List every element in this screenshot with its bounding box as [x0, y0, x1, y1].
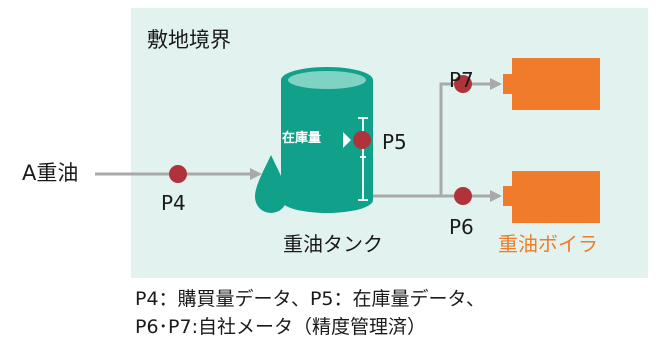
input-arrow-head	[250, 168, 262, 180]
note-line-2: P6･P7:自社メータ（精度管理済）	[135, 316, 426, 338]
oil-drop-icon	[255, 155, 287, 213]
boiler-top-icon	[503, 58, 600, 110]
tank-label: 重油タンク	[283, 232, 383, 256]
outlet-arrow-head-bottom	[490, 190, 502, 202]
site-boundary-label: 敷地境界	[147, 28, 231, 52]
input-fuel-label: A重油	[22, 161, 79, 185]
point-label-p6: P6	[449, 215, 474, 239]
point-label-p5: P5	[382, 130, 407, 154]
point-label-p4: P4	[161, 191, 186, 215]
measurement-point-p5	[353, 131, 371, 149]
point-label-p7: P7	[449, 68, 474, 92]
measurement-point-p7	[454, 75, 472, 93]
stock-arrow-icon	[343, 132, 351, 148]
measurement-point-p4	[169, 165, 187, 183]
note-line-1: P4：購買量データ、P5：在庫量データ、	[135, 288, 485, 310]
measurement-point-p6	[454, 187, 472, 205]
boiler-bottom-icon	[503, 171, 600, 223]
boiler-label: 重油ボイラ	[498, 232, 598, 256]
stock-label: 在庫量	[282, 131, 322, 146]
outlet-arrow-head-top	[490, 78, 502, 90]
site-boundary-area	[131, 8, 648, 278]
